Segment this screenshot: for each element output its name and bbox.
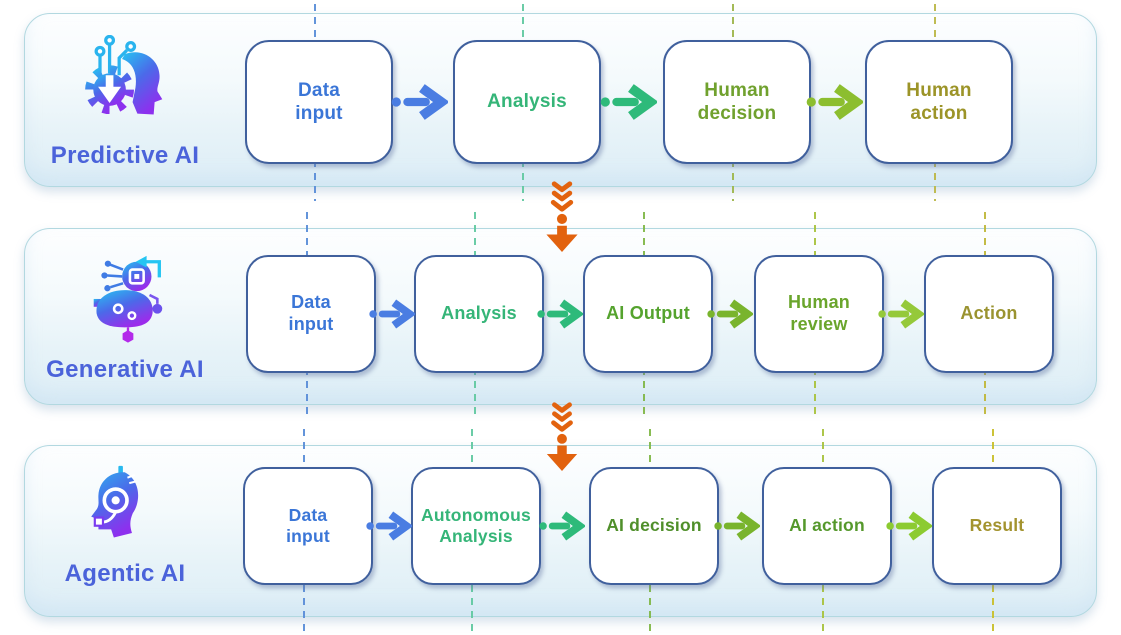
- step-box-ai-decision: AI decision: [589, 467, 719, 585]
- step-box-result: Result: [932, 467, 1062, 585]
- step-box-data-input: Data input: [246, 255, 376, 373]
- right-arrow-icon: [368, 299, 416, 329]
- step-box-human-action: Human action: [865, 40, 1013, 164]
- flow-arrow: [536, 294, 585, 334]
- right-arrow-icon: [537, 299, 585, 329]
- step-box-analysis: Analysis: [414, 255, 544, 373]
- flow-arrow: [390, 80, 450, 124]
- predictive-ai-icon-wrap: [77, 34, 169, 127]
- step-box-data-input: Data input: [245, 40, 393, 164]
- flow-arrow: [706, 294, 755, 334]
- stage-transition-arrow: [540, 179, 584, 253]
- step-box-ai-action: AI action: [762, 467, 892, 585]
- right-arrow-icon: [877, 299, 925, 329]
- right-arrow-icon: [806, 84, 865, 120]
- right-arrow-icon: [885, 511, 933, 541]
- step-box-analysis: Analysis: [453, 40, 601, 164]
- agentic-ai-icon: [91, 465, 139, 538]
- down-arrow-icon: [546, 402, 578, 472]
- predictive-ai-icon: [85, 34, 163, 115]
- agentic-ai-label: Agentic AI: [64, 560, 186, 587]
- right-arrow-icon: [538, 511, 586, 541]
- predictive-ai-label: Predictive AI: [50, 142, 200, 169]
- generative-ai-icon: [93, 255, 163, 343]
- generative-ai-label: Generative AI: [46, 356, 204, 383]
- right-arrow-icon: [707, 299, 755, 329]
- step-box-human-decision: Human decision: [663, 40, 811, 164]
- flow-arrow: [885, 506, 933, 546]
- flow-arrow: [365, 506, 413, 546]
- right-arrow-icon: [714, 511, 762, 541]
- flow-arrow: [599, 80, 659, 124]
- flow-arrow: [538, 506, 586, 546]
- agentic-ai-icon-wrap: [82, 465, 162, 552]
- right-arrow-icon: [600, 84, 659, 120]
- right-arrow-icon: [365, 511, 413, 541]
- step-box-action: Action: [924, 255, 1054, 373]
- step-box-data-input: Data input: [243, 467, 373, 585]
- step-box-ai-output: AI Output: [583, 255, 713, 373]
- generative-ai-icon-wrap: [80, 250, 174, 344]
- stage-transition-arrow: [540, 400, 584, 472]
- right-arrow-icon: [391, 84, 450, 120]
- flow-arrow: [713, 506, 762, 546]
- step-box-human-review: Human review: [754, 255, 884, 373]
- flow-arrow: [877, 294, 925, 334]
- down-arrow-icon: [546, 181, 578, 253]
- flow-arrow: [805, 80, 865, 124]
- step-box-autonomous-analysis: Autonomous Analysis: [411, 467, 541, 585]
- flow-arrow: [368, 294, 416, 334]
